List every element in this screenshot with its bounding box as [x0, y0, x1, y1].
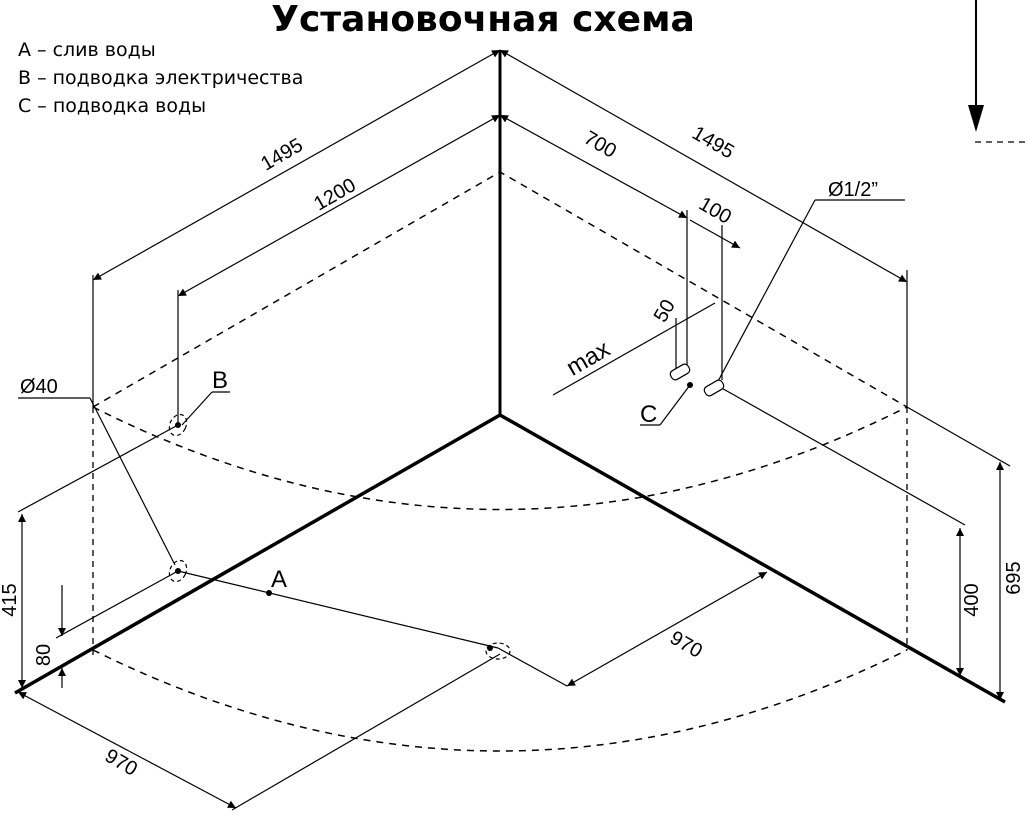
drain-outlet — [168, 559, 188, 583]
down-arrow — [968, 0, 984, 132]
dimension-lines — [17, 49, 1027, 811]
dim-1495-left: 1495 — [257, 134, 307, 175]
dim-1495-right: 1495 — [688, 122, 738, 163]
dim-80: 80 — [33, 644, 55, 666]
water-pipe-left — [669, 363, 691, 381]
wall-structure — [14, 50, 1006, 704]
bathtub-bottom-outline — [92, 649, 908, 752]
dim-700: 700 — [580, 127, 620, 163]
dim-400: 400 — [961, 583, 983, 616]
dim-415: 415 — [0, 583, 21, 616]
water-pipe-right — [703, 379, 725, 397]
electric-outlet-b — [168, 413, 188, 437]
label-b: B — [212, 367, 228, 394]
water-point-c — [687, 382, 693, 388]
dim-drain-diameter: Ø40 — [20, 376, 58, 398]
dim-50: 50 — [650, 296, 680, 326]
floor-edge-left — [14, 413, 501, 695]
drain-overflow — [485, 642, 511, 660]
drain-point-a — [266, 590, 272, 596]
dim-970-bottom: 970 — [101, 745, 141, 781]
page-title: Установочная схема — [271, 0, 695, 40]
floor-edge-right — [499, 413, 1006, 704]
dim-water-diameter: Ø1/2” — [828, 179, 878, 201]
label-a: A — [271, 566, 287, 593]
connection-points — [168, 363, 725, 660]
dim-1200: 1200 — [310, 174, 360, 215]
dim-100: 100 — [695, 193, 735, 229]
dim-970-right: 970 — [666, 627, 706, 663]
dim-695: 695 — [1003, 561, 1025, 594]
label-c: C — [640, 401, 657, 428]
